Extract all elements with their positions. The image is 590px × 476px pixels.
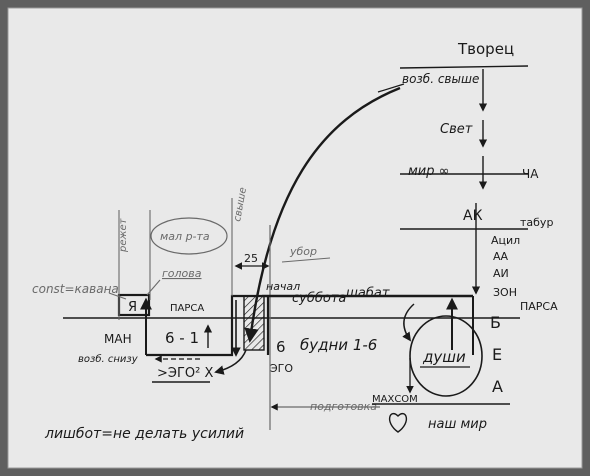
- world-ai: АИ: [493, 267, 509, 280]
- svet-label: Свет: [440, 122, 473, 137]
- tvorets-label: Творец: [457, 40, 514, 58]
- const-label: const=кавана: [32, 282, 119, 296]
- malkhut-golova-label: мал р-та: [160, 230, 210, 243]
- world-zon: ЗОН: [493, 286, 517, 299]
- golova-pointer: [146, 279, 161, 296]
- world-aa: АА: [493, 250, 509, 263]
- parsa-label: ПАРСА: [520, 300, 558, 313]
- ubor-label: убор: [289, 245, 317, 258]
- bea-e-label: Е: [492, 345, 502, 364]
- svyshe-curve-arrow: [244, 86, 401, 343]
- heart-icon: [389, 413, 407, 433]
- ego-label: ЭГО: [270, 362, 293, 375]
- subbota-label: суббота: [292, 291, 346, 306]
- ya-label: Я: [128, 300, 137, 315]
- nash-mir-label: наш мир: [428, 417, 487, 432]
- bea-b-label: Б: [490, 313, 501, 332]
- tvorets-column: [399, 65, 529, 295]
- lishbot-label: лишбот=не делать усилий: [44, 426, 244, 442]
- ego-arrow: [214, 349, 247, 375]
- vozb-svyshe-label: возб. свыше: [402, 72, 479, 86]
- svyshe-pointer: [377, 83, 405, 93]
- bea-a-label: А: [492, 377, 503, 396]
- dushi-curve-arrow: [402, 303, 415, 342]
- num6-label: 6: [276, 338, 286, 356]
- hatched-wall: [243, 295, 265, 351]
- parsa-small-label: ПАРСА: [170, 303, 204, 314]
- ak-label: АК: [463, 208, 483, 224]
- dushi-oval: [409, 315, 483, 397]
- tabur-label: табур: [520, 216, 553, 229]
- chya-label: ЧА: [522, 167, 539, 181]
- num25-label: 25: [244, 252, 258, 265]
- dushi-label: души: [422, 348, 466, 366]
- budni-label: будни 1-6: [300, 336, 377, 354]
- ego-squared-label: >ЭГО² Х: [157, 366, 213, 381]
- makhsom-label: МАХСОМ: [372, 394, 418, 405]
- world-atzilut: Ацил: [491, 234, 520, 247]
- paper-sheet: [7, 7, 583, 469]
- podgotovka-label: подготовка: [310, 400, 377, 413]
- golova-label: голова: [162, 267, 202, 280]
- vozb-snizu-label: возб. снизу: [78, 353, 139, 365]
- shesti-label: 6 - 1: [165, 329, 199, 347]
- mir-inf-label: мир ∞: [408, 164, 449, 179]
- nachalo-label: начал: [266, 280, 300, 293]
- malkhut-oval: [150, 217, 228, 255]
- shabbat-label: шабат: [346, 286, 390, 301]
- rezhet-label: режет: [118, 217, 129, 253]
- mai-label: МАН: [104, 332, 132, 346]
- ya-pointer-line: [108, 292, 127, 300]
- tvorets-line: [399, 65, 529, 69]
- ubor-underline: [281, 257, 331, 263]
